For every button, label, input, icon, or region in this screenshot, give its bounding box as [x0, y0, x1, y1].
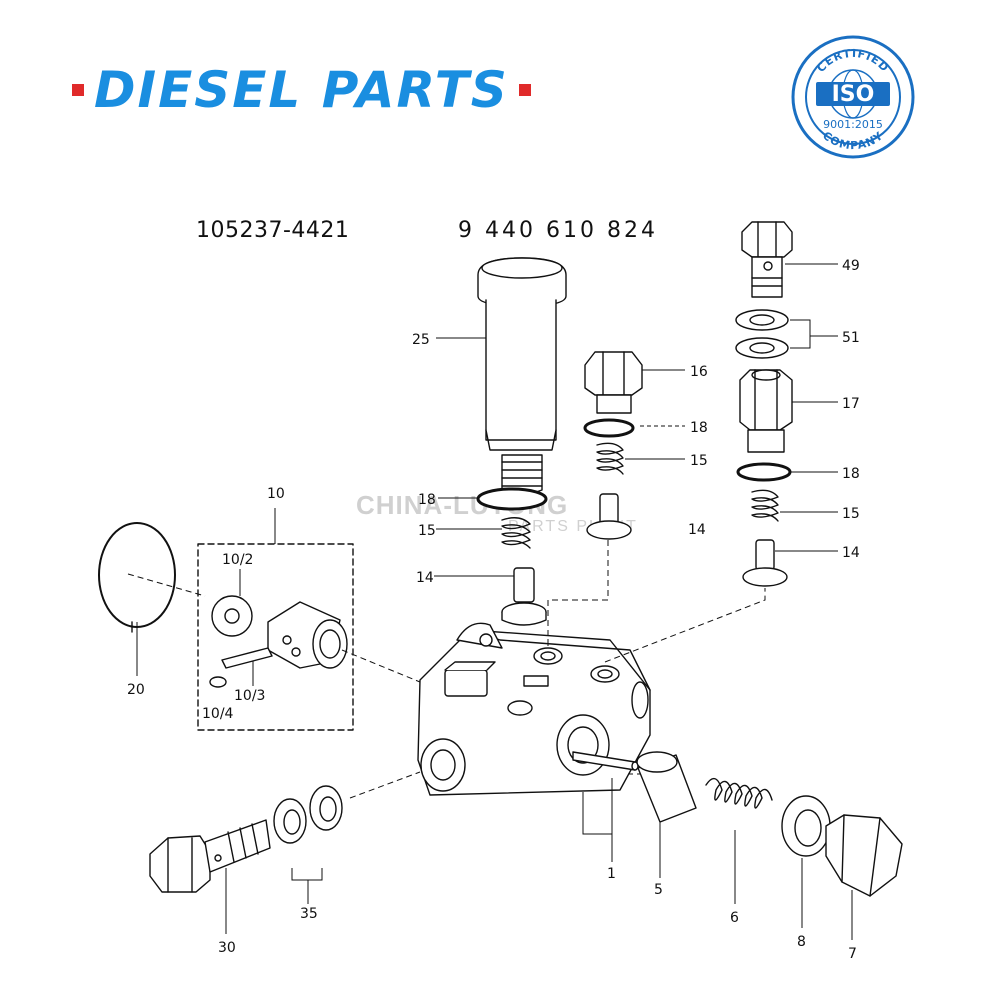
tappet-10: [267, 601, 348, 669]
pump-body: [417, 622, 651, 796]
brand-dot-right: [518, 84, 531, 96]
callout-15-left: 15: [418, 523, 436, 539]
valve-left: [501, 567, 547, 626]
spring-6: [705, 777, 773, 809]
washers-51: [735, 309, 789, 359]
callout-labels: 49 51 25 16 17 18 15 18 15 14 14 18 15 1…: [127, 258, 860, 962]
o-ring-mid: [583, 418, 635, 438]
callout-10-2: 10/2: [222, 552, 253, 568]
callout-6: 6: [730, 910, 739, 926]
callout-10: 10: [267, 486, 285, 502]
spring-mid: [596, 442, 624, 475]
brand-text: DIESEL PARTS: [94, 61, 509, 119]
iso-certified-badge: CERTIFIED ISO 9001:2015 COMPANY: [791, 35, 915, 159]
callout-7: 7: [848, 946, 857, 962]
callout-30: 30: [218, 940, 236, 956]
banjo-bolt-30: [149, 819, 271, 893]
spring-right: [751, 489, 779, 522]
valve-right: [742, 539, 788, 587]
callout-20: 20: [127, 682, 145, 698]
callout-10-3: 10/3: [234, 688, 265, 704]
callout-14-left: 14: [416, 570, 434, 586]
callout-14-right: 14: [842, 545, 860, 561]
badge-standard-text: 9001:2015: [823, 118, 883, 131]
part-number-2: 9 440 610 824: [458, 218, 658, 243]
badge-iso-text: ISO: [832, 82, 875, 107]
part-number-1: 105237-4421: [196, 218, 350, 243]
washer-8: [781, 795, 831, 857]
plug-7: [825, 814, 903, 897]
washers-35: [273, 785, 343, 844]
callout-1: 1: [607, 866, 616, 882]
callout-18-mid: 18: [690, 420, 708, 436]
cup-5: [636, 751, 697, 823]
adapter-17: [739, 369, 793, 453]
callout-18-left: 18: [418, 492, 436, 508]
o-ring-left: [476, 487, 548, 511]
callout-35: 35: [300, 906, 318, 922]
valve-mid: [586, 493, 632, 540]
plug-16: [584, 351, 643, 414]
snap-ring-20: [98, 522, 176, 628]
callout-17: 17: [842, 396, 860, 412]
callout-8: 8: [797, 934, 806, 950]
spring-left: [501, 517, 531, 549]
bolt-49: [741, 221, 793, 298]
hand-primer-pump: [477, 257, 567, 495]
callout-15-mid: 15: [690, 453, 708, 469]
callout-51: 51: [842, 330, 860, 346]
callout-25: 25: [412, 332, 430, 348]
brand-logo: DIESEL PARTS: [62, 61, 541, 119]
callout-16: 16: [690, 364, 708, 380]
clip-10-4: [209, 676, 227, 688]
roller-10-2: [211, 595, 253, 637]
callout-15-right: 15: [842, 506, 860, 522]
callout-5: 5: [654, 882, 663, 898]
o-ring-right: [736, 462, 792, 482]
pin-10-3: [221, 647, 273, 669]
callout-14-mid: 14: [688, 522, 706, 538]
callout-49: 49: [842, 258, 860, 274]
callout-10-4: 10/4: [202, 706, 234, 722]
brand-dot-left: [72, 84, 84, 96]
callout-18-right: 18: [842, 466, 860, 482]
